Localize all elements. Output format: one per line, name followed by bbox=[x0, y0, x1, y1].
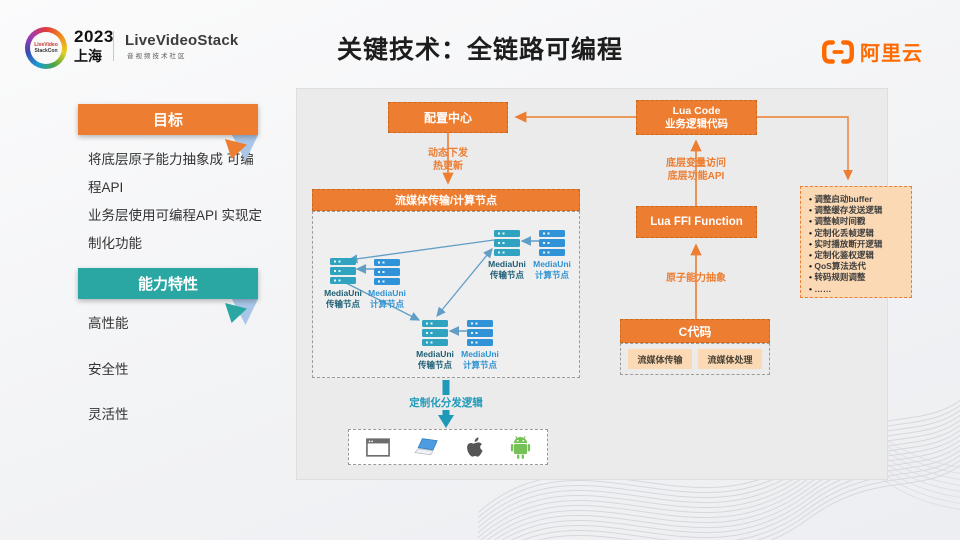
laptop-icon bbox=[413, 438, 438, 456]
lua-code-label-1: Lua Code bbox=[672, 104, 721, 117]
transport-node-stack bbox=[494, 230, 520, 256]
browser-window-icon bbox=[365, 437, 390, 457]
feature-item: 转码规则调整 bbox=[809, 272, 907, 283]
programmable-features-list: 调整启动buffer 调整缓存发送逻辑 调整帧时间戳 定制化丢帧逻辑 实时播放断… bbox=[800, 186, 912, 298]
compute-node-stack bbox=[374, 259, 400, 285]
c-code-header: C代码 bbox=[620, 319, 770, 343]
compute-node-stack bbox=[539, 230, 565, 256]
atomic-ability-label: 原子能力抽象 bbox=[666, 273, 726, 284]
lua-code-label-2: 业务逻辑代码 bbox=[665, 117, 728, 130]
feature-item: 实时播放断开逻辑 bbox=[809, 239, 907, 250]
transport-node-label: MediaUni 传输节点 bbox=[324, 288, 362, 309]
feature-item: 调整缓存发送逻辑 bbox=[809, 205, 907, 216]
aliyun-logo: 阿里云 bbox=[820, 37, 923, 66]
apple-icon bbox=[466, 437, 483, 457]
distribution-logic-label: 定制化分发逻辑 bbox=[400, 395, 492, 410]
feature-item: …… bbox=[809, 284, 907, 295]
android-icon bbox=[510, 435, 530, 459]
conference-logo: LiveVideo StackCon bbox=[25, 27, 67, 69]
livevideostack-wordmark: LiveVideoStack bbox=[125, 32, 239, 49]
transport-node-stack bbox=[330, 258, 356, 284]
goal-line: 业务层使用可编程API 实现定制化功能 bbox=[88, 208, 263, 251]
aliyun-bracket-icon bbox=[822, 39, 854, 64]
compute-node-label: MediaUni 计算节点 bbox=[461, 349, 499, 370]
conference-year: 2023 bbox=[74, 27, 114, 46]
config-center-box: 配置中心 bbox=[388, 102, 508, 133]
dynamic-label-2: 热更新 bbox=[433, 161, 463, 172]
capabilities-ribbon: 能力特性 bbox=[78, 268, 258, 299]
client-devices-box bbox=[348, 429, 548, 465]
compute-node-label: MediaUni 计算节点 bbox=[368, 288, 406, 309]
feature-item: 调整启动buffer bbox=[809, 194, 907, 205]
node-panel-title: 流媒体传输/计算节点 bbox=[394, 195, 498, 207]
c-module-transport: 流媒体传输 bbox=[628, 349, 692, 369]
config-center-label: 配置中心 bbox=[423, 111, 472, 125]
goal-line: 将底层原子能力抽象成 可编程API bbox=[88, 152, 254, 195]
conference-logo-line2: StackCon bbox=[34, 48, 58, 54]
community-tagline: 音视频技术社区 bbox=[127, 53, 187, 60]
capability-item: 灵活性 bbox=[88, 407, 129, 422]
node-panel-header: 流媒体传输/计算节点 bbox=[312, 189, 580, 211]
goal-text: 将底层原子能力抽象成 可编程API 业务层使用可编程API 实现定制化功能 bbox=[88, 146, 264, 258]
conference-city: 上海 bbox=[74, 48, 102, 64]
lowlevel-api-label: 底层变量访问 底层功能API bbox=[666, 158, 726, 182]
capability-item: 安全性 bbox=[88, 362, 129, 377]
aliyun-brand-text: 阿里云 bbox=[860, 43, 923, 65]
transport-node-label: MediaUni 传输节点 bbox=[488, 259, 526, 280]
capabilities-heading: 能力特性 bbox=[137, 276, 198, 293]
capability-item: 高性能 bbox=[88, 316, 129, 331]
header-divider bbox=[113, 31, 114, 61]
dynamic-label-1: 动态下发 bbox=[428, 148, 468, 159]
slide-title: 关键技术：全链路可编程 bbox=[336, 36, 623, 64]
feature-item: 定制化鉴权逻辑 bbox=[809, 250, 907, 261]
lua-code-box: Lua Code 业务逻辑代码 bbox=[636, 100, 757, 135]
dynamic-update-label: 动态下发 热更新 bbox=[408, 147, 488, 173]
feature-item: 调整帧时间戳 bbox=[809, 216, 907, 227]
lua-ffi-label: Lua FFI Function bbox=[650, 216, 743, 228]
compute-node-label: MediaUni 计算节点 bbox=[533, 259, 571, 280]
transport-node-label: MediaUni 传输节点 bbox=[416, 349, 454, 370]
goal-ribbon: 目标 bbox=[78, 104, 258, 135]
compute-node-stack bbox=[467, 320, 493, 346]
c-module-processing: 流媒体处理 bbox=[698, 349, 762, 369]
conference-logo-line1: LiveVideo bbox=[34, 42, 58, 48]
feature-item: 定制化丢帧逻辑 bbox=[809, 228, 907, 239]
lua-ffi-box: Lua FFI Function bbox=[636, 206, 757, 238]
feature-item: QoS算法迭代 bbox=[809, 261, 907, 272]
c-code-label: C代码 bbox=[678, 324, 712, 339]
transport-node-stack bbox=[422, 320, 448, 346]
c-code-body bbox=[620, 343, 770, 375]
goal-heading: 目标 bbox=[152, 112, 183, 129]
